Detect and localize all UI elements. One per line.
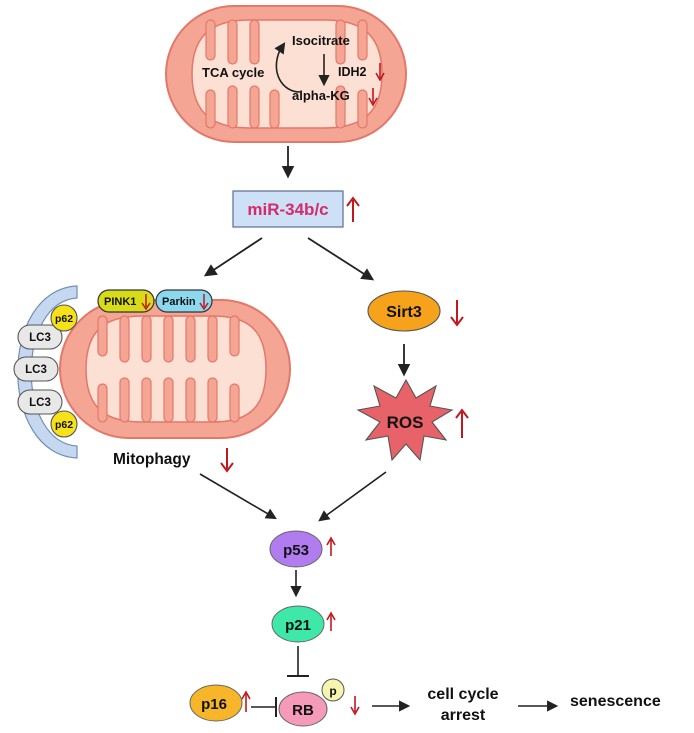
lc3-3 xyxy=(17,389,63,415)
parkin-badge xyxy=(155,289,213,313)
pink1-badge xyxy=(97,289,155,313)
p53-up-arrow xyxy=(326,536,336,556)
akg-down-arrow xyxy=(368,88,378,107)
senescence-label: senescence xyxy=(570,693,661,710)
sirt3-down-arrow xyxy=(450,300,464,327)
ros-up-arrow xyxy=(455,408,469,438)
mir-to-mitophagy-arrow xyxy=(203,237,263,277)
p62-top-label: p62 xyxy=(55,313,73,325)
isocitrate-label: Isocitrate xyxy=(292,33,350,48)
tca-cycle-label: TCA cycle xyxy=(202,65,264,80)
parkin-down-arrow xyxy=(199,294,209,311)
lc3-1-label: LC3 xyxy=(29,332,51,344)
mitochondrion-left xyxy=(59,299,291,439)
idh2-down-arrow xyxy=(375,63,385,82)
mitophagy-to-p53-arrow xyxy=(199,473,277,520)
p21-up-arrow xyxy=(326,611,336,631)
lc3-3-label: LC3 xyxy=(29,397,51,409)
p16-node xyxy=(189,684,243,722)
mitochondrion-top xyxy=(165,5,407,143)
mir-box xyxy=(232,190,344,228)
p16-inhibits-rb xyxy=(251,697,277,717)
p21-node xyxy=(271,605,325,643)
pink1-label: PINK1 xyxy=(104,296,136,308)
lc3-1 xyxy=(17,324,63,350)
idh2-label: IDH2 xyxy=(338,65,367,79)
p62-bottom xyxy=(50,410,78,438)
lc3-2 xyxy=(13,356,59,382)
alpha-kg-label: alpha-KG xyxy=(292,88,350,103)
mir-label: miR-34b/c xyxy=(247,200,328,219)
parkin-label: Parkin xyxy=(162,296,196,308)
p16-up-arrow xyxy=(241,690,251,712)
mir-up-arrow xyxy=(346,196,360,222)
arrest-label: arrest xyxy=(441,707,486,724)
p53-label: p53 xyxy=(283,542,309,559)
lc3-2-label: LC3 xyxy=(25,364,47,376)
rb-phospho-label: p xyxy=(329,684,336,698)
ros-burst xyxy=(356,378,454,462)
mitophagy-down-arrow xyxy=(220,448,234,473)
rb-label: RB xyxy=(292,702,314,719)
p21-label: p21 xyxy=(285,617,311,634)
rb-node xyxy=(278,691,328,727)
sirt3-node xyxy=(367,290,441,332)
ros-label: ROS xyxy=(387,413,424,432)
mitophagy-label: Mitophagy xyxy=(113,451,191,468)
pink1-down-arrow xyxy=(141,294,151,311)
rb-phospho-circle xyxy=(321,678,345,702)
p53-node xyxy=(269,530,323,568)
mir-to-sirt3-arrow xyxy=(307,237,375,281)
p21-inhibits-rb xyxy=(287,646,309,677)
cell-cycle-label: cell cycle xyxy=(427,686,498,703)
p16-label: p16 xyxy=(201,696,227,713)
tca-cycle-arrow xyxy=(274,42,301,93)
rb-down-arrow xyxy=(350,696,360,716)
sirt3-label: Sirt3 xyxy=(386,304,422,321)
ros-to-p53-arrow xyxy=(318,471,387,522)
p62-top xyxy=(50,304,78,332)
p62-bottom-label: p62 xyxy=(55,419,73,431)
